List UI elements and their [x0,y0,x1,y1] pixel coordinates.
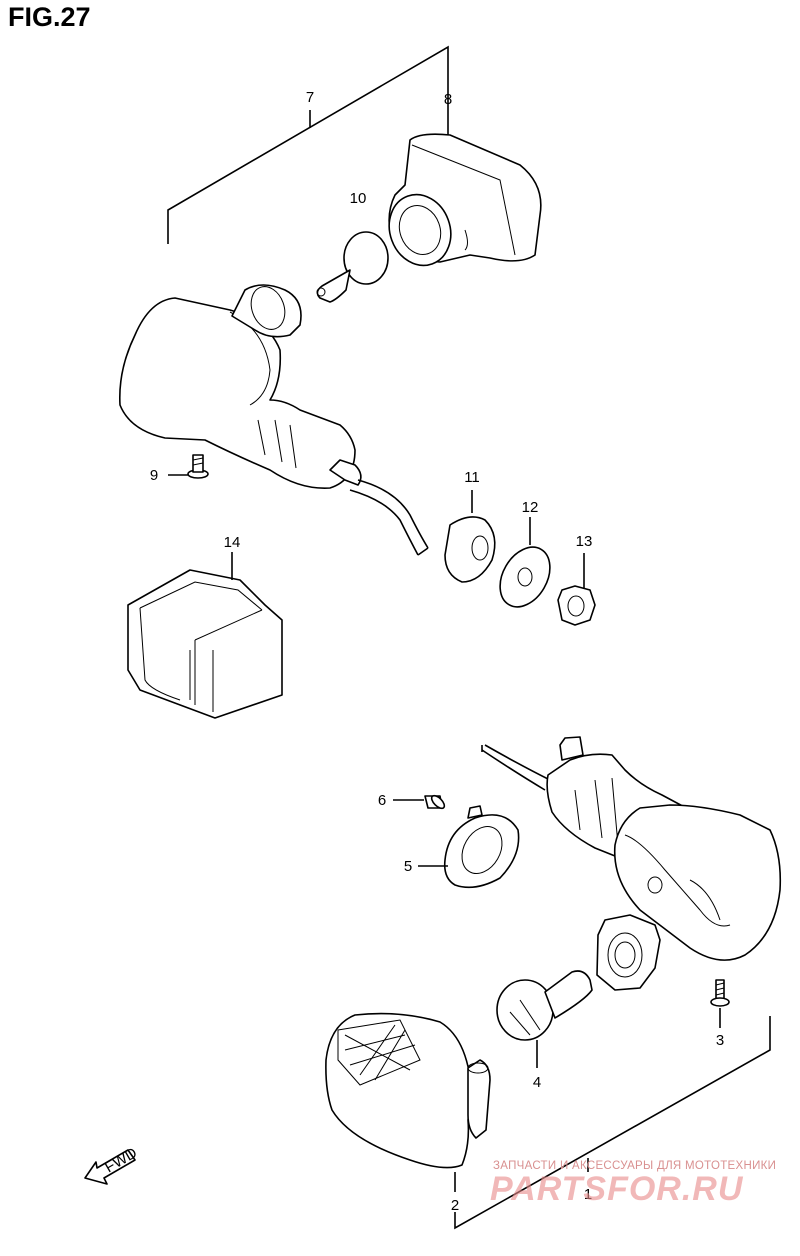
callout-11: 11 [464,469,480,486]
part-8-lens-upper [388,133,542,267]
callout-12: 12 [522,499,539,516]
part-11-grommet [444,490,496,583]
callout-9: 9 [150,467,158,484]
assembly-bracket-7 [167,45,449,244]
turn-signal-housing-lower [481,736,782,961]
callout-2: 2 [451,1197,459,1214]
part-12-washer [499,517,551,608]
callout-6: 6 [378,792,386,809]
callout-7: 7 [306,89,314,106]
callout-3: 3 [716,1032,724,1049]
part-13-nut [557,553,596,626]
callout-13: 13 [576,533,593,550]
callout-5: 5 [404,858,412,875]
callout-10: 10 [350,190,367,207]
fwd-arrow [84,1149,136,1185]
watermark-tagline: ЗАПЧАСТИ И АКСЕССУАРЫ ДЛЯ МОТОТЕХНИКИ [493,1160,777,1172]
part-5-mount-ring [418,805,520,889]
callout-14: 14 [224,534,241,551]
assembly-bracket-1 [454,1016,771,1230]
figure-title: FIG.27 [8,2,91,32]
callout-1: 1 [584,1186,592,1203]
part-2-lens-lower [325,1012,491,1192]
part-6-screw-lower [393,794,446,810]
fwd-label: FWD [102,1144,140,1176]
part-10-bulb-upper [316,231,389,303]
turn-signal-housing-upper [118,284,429,556]
part-4-bulb-lower [496,970,593,1068]
part-3-screw-lower [710,979,730,1028]
bulb-socket-lower [596,914,661,991]
part-9-screw-upper [168,454,209,479]
part-14-cover [127,552,283,719]
callout-4: 4 [533,1074,541,1091]
watermark-logo: PARTSFOR.RU [490,1170,744,1208]
callout-8: 8 [444,91,452,108]
